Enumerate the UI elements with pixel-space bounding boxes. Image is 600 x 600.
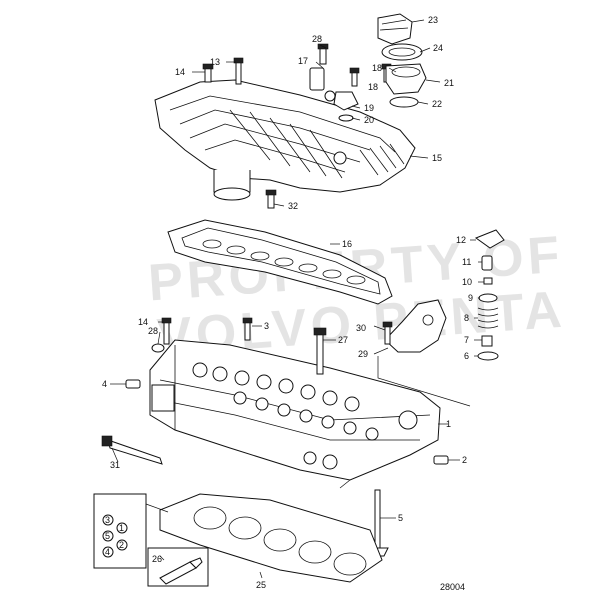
callout-27: 27 bbox=[338, 335, 348, 345]
sealant-inset bbox=[147, 547, 209, 587]
gasket-plug-holes bbox=[202, 239, 366, 285]
callout-11: 11 bbox=[462, 257, 471, 267]
callout-20: 20 bbox=[364, 115, 374, 125]
callout-28-mid: 28 bbox=[148, 326, 158, 336]
callout-17: 17 bbox=[298, 56, 308, 66]
callout-29: 29 bbox=[358, 349, 368, 359]
callout-8: 8 bbox=[464, 313, 469, 323]
valve-train bbox=[474, 229, 505, 361]
inset-mark-1: 3 bbox=[105, 515, 110, 525]
callout-7: 7 bbox=[464, 335, 469, 345]
callout-15: 15 bbox=[432, 153, 442, 163]
callout-22: 22 bbox=[432, 99, 442, 109]
callout-23: 23 bbox=[428, 15, 438, 25]
head-bolts bbox=[151, 317, 393, 375]
callout-25: 25 bbox=[256, 580, 266, 590]
inset-dot-2 bbox=[102, 530, 114, 542]
callout-4: 4 bbox=[102, 379, 107, 389]
valve-cover bbox=[154, 79, 416, 201]
gasket-bores bbox=[193, 506, 367, 576]
callout-14-top: 14 bbox=[175, 67, 185, 77]
callout-18a: 18 bbox=[372, 63, 382, 73]
bracket bbox=[384, 299, 447, 353]
figure-number: 28004 bbox=[440, 582, 465, 592]
valve-cover-gasket bbox=[167, 219, 393, 305]
inset-dot-1 bbox=[102, 514, 114, 526]
callout-1: 1 bbox=[446, 419, 451, 429]
sensor-assembly bbox=[309, 67, 359, 122]
callout-labels: 23 24 18 21 18 22 28 17 13 14 19 20 15 3… bbox=[102, 15, 473, 590]
callout-31: 31 bbox=[110, 460, 120, 470]
oil-filler-cap bbox=[377, 13, 427, 108]
cover-bolts bbox=[202, 43, 392, 209]
inset-dot-5 bbox=[116, 539, 128, 551]
callout-32: 32 bbox=[288, 201, 298, 211]
inset-mark-4: 4 bbox=[105, 547, 110, 557]
glow-plug bbox=[101, 435, 163, 465]
inset-dot-3 bbox=[116, 522, 128, 534]
callout-26: 26 bbox=[152, 554, 162, 564]
callout-19: 19 bbox=[364, 103, 374, 113]
callout-24: 24 bbox=[433, 43, 443, 53]
gasket-detail-inset: 3 5 1 4 2 bbox=[93, 493, 169, 569]
callout-13: 13 bbox=[210, 57, 220, 67]
callout-12: 12 bbox=[456, 235, 466, 245]
leader-lines bbox=[110, 19, 484, 579]
callout-6: 6 bbox=[464, 351, 469, 361]
inset-dot-4 bbox=[102, 546, 114, 558]
callout-14-mid: 14 bbox=[138, 317, 148, 327]
callout-28-top: 28 bbox=[312, 34, 322, 44]
callout-21: 21 bbox=[444, 78, 454, 88]
callout-3: 3 bbox=[264, 321, 269, 331]
head-gasket bbox=[159, 493, 383, 583]
inset-mark-3: 1 bbox=[119, 523, 124, 533]
callout-10: 10 bbox=[462, 277, 472, 287]
callout-2: 2 bbox=[462, 455, 467, 465]
callout-16: 16 bbox=[342, 239, 352, 249]
inset-mark-5: 2 bbox=[119, 540, 124, 550]
cylinder-head bbox=[149, 339, 441, 481]
callout-9: 9 bbox=[468, 293, 473, 303]
cam-journals bbox=[192, 362, 379, 441]
callout-18b: 18 bbox=[368, 82, 378, 92]
callout-5: 5 bbox=[398, 513, 403, 523]
inset-mark-2: 5 bbox=[105, 531, 110, 541]
callout-30: 30 bbox=[356, 323, 366, 333]
